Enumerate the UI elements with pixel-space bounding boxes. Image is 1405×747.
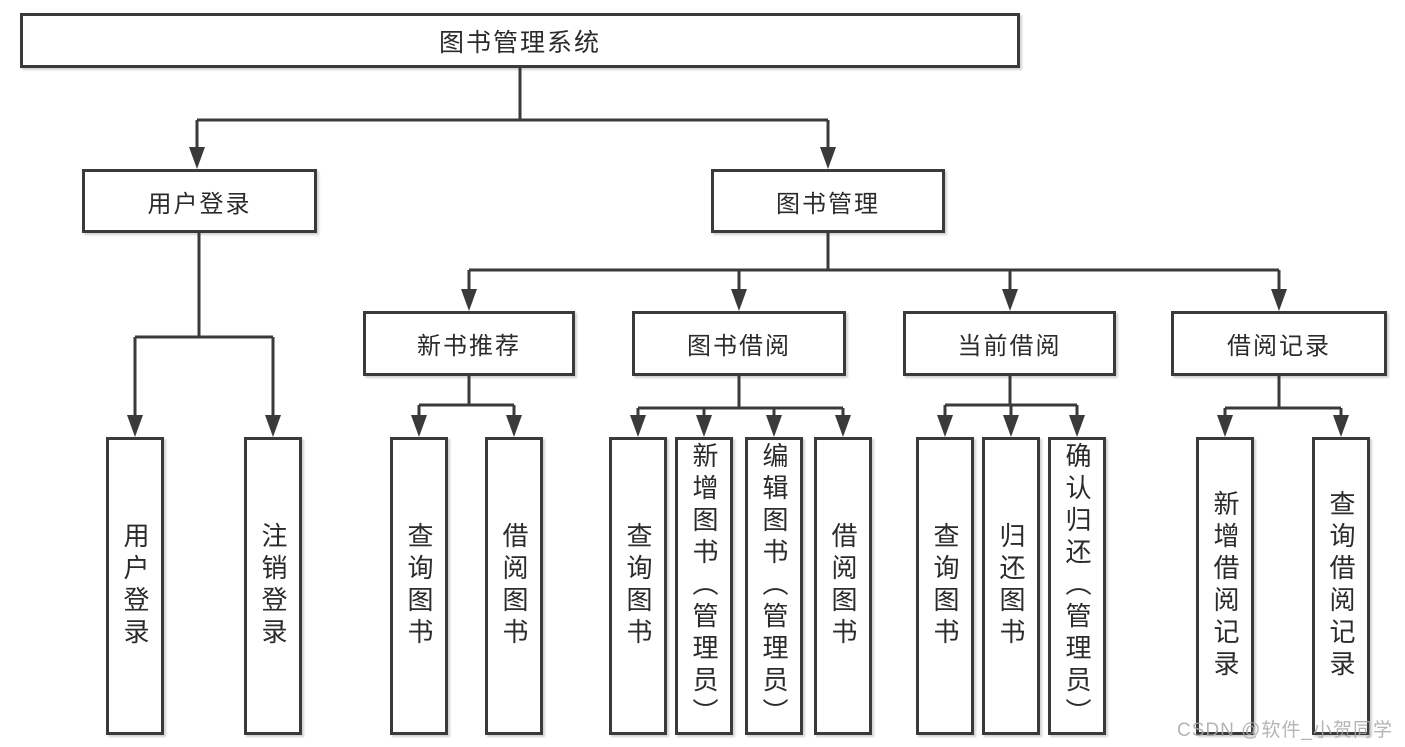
connector-new-book-recommend-branch (411, 376, 522, 437)
node-user-login-branch: 用户登录 (82, 169, 317, 233)
connector-root-to-level2 (189, 68, 836, 169)
leaf-records-query-record: 查询借阅记录 (1312, 437, 1370, 735)
leaf-borrow-edit-books-admin: 编辑图书（管理员） (745, 437, 803, 735)
connector-book-borrowing-branch (630, 376, 851, 437)
leaf-newrec-borrow-books-label: 借阅图书 (499, 522, 529, 650)
leaf-borrow-query-books: 查询图书 (609, 437, 667, 735)
leaf-current-return-books-label: 归还图书 (996, 522, 1026, 650)
node-root: 图书管理系统 (20, 13, 1020, 68)
leaf-newrec-query-books-label: 查询图书 (404, 522, 434, 650)
leaf-newrec-query-books: 查询图书 (390, 437, 448, 735)
node-new-book-recommend: 新书推荐 (363, 311, 575, 376)
node-borrow-records: 借阅记录 (1171, 311, 1387, 376)
leaf-borrow-borrow-books-label: 借阅图书 (828, 522, 858, 650)
node-book-borrowing: 图书借阅 (632, 311, 846, 376)
leaf-records-query-record-label: 查询借阅记录 (1326, 490, 1356, 682)
leaf-borrow-query-books-label: 查询图书 (623, 522, 653, 650)
node-current-borrowing: 当前借阅 (903, 311, 1116, 376)
leaf-borrow-add-books-admin: 新增图书（管理员） (675, 437, 733, 735)
connector-current-borrowing-branch (937, 376, 1085, 437)
leaf-user-login: 用户登录 (106, 437, 164, 735)
leaf-borrow-add-books-admin-label: 新增图书（管理员） (689, 442, 719, 730)
connector-book-management-branch (461, 233, 1287, 311)
leaf-logout-label: 注销登录 (258, 522, 288, 650)
leaf-current-confirm-return-admin: 确认归还（管理员） (1048, 437, 1106, 735)
leaf-borrow-edit-books-admin-label: 编辑图书（管理员） (759, 442, 789, 730)
leaf-records-add-record: 新增借阅记录 (1196, 437, 1254, 735)
node-book-management: 图书管理 (711, 169, 945, 233)
leaf-current-return-books: 归还图书 (982, 437, 1040, 735)
watermark: CSDN @软件_小贺同学 (1177, 720, 1393, 741)
leaf-logout: 注销登录 (244, 437, 302, 735)
leaf-current-query-books-label: 查询图书 (930, 522, 960, 650)
leaf-borrow-borrow-books: 借阅图书 (814, 437, 872, 735)
leaf-newrec-borrow-books: 借阅图书 (485, 437, 543, 735)
connector-user-login-branch (127, 233, 281, 437)
connector-borrow-records-branch (1217, 376, 1349, 437)
leaf-records-add-record-label: 新增借阅记录 (1210, 490, 1240, 682)
leaf-current-query-books: 查询图书 (916, 437, 974, 735)
leaf-current-confirm-return-admin-label: 确认归还（管理员） (1062, 442, 1092, 730)
leaf-user-login-label: 用户登录 (120, 522, 150, 650)
